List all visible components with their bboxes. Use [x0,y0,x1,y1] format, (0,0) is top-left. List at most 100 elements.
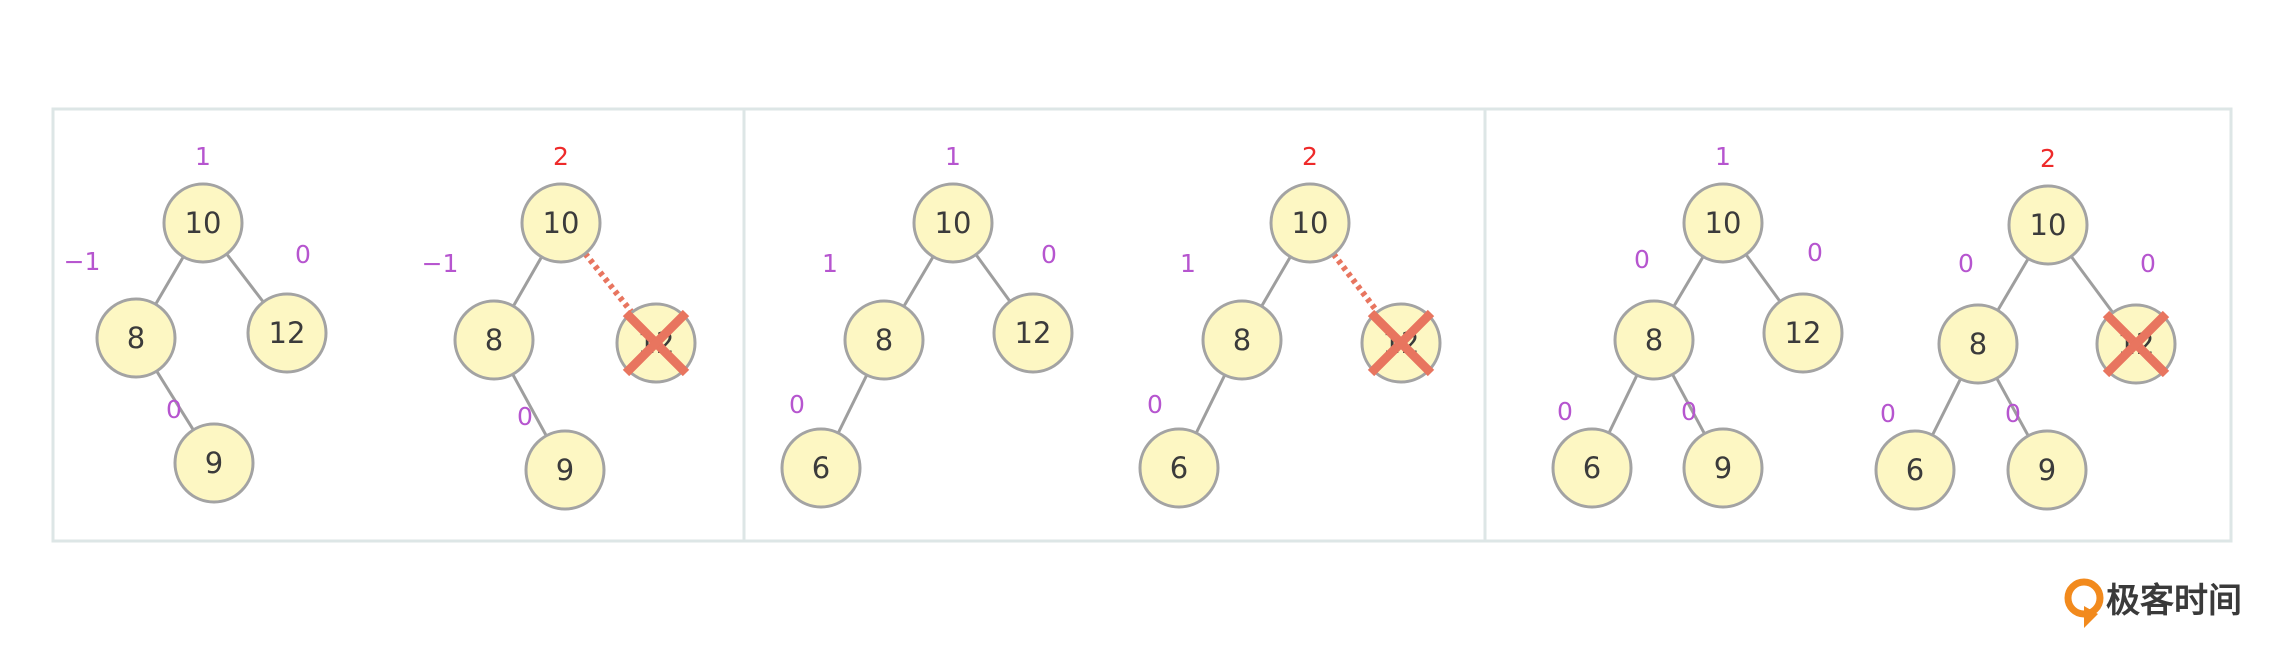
node-label: 9 [205,446,223,480]
node-circle [1937,303,2019,385]
tree-edge [974,253,1012,303]
node-label: 6 [1583,451,1601,485]
node-label: 9 [1714,451,1732,485]
tree-node-10: 10 [1682,182,1764,264]
balance-factor: 0 [1557,397,1573,426]
balance-factor: 0 [166,395,182,424]
tree-node-9: 9 [173,422,255,504]
removed-edge [1331,252,1380,314]
tree-edge [1260,255,1292,308]
node-circle [453,299,535,381]
tree-node-6: 6 [780,427,862,509]
tree-edge [1671,373,1706,435]
node-circle [780,427,862,509]
balance-factor: 2 [553,142,569,171]
balance-factor: 1 [1180,249,1196,278]
balance-factor: 0 [1880,399,1896,428]
balance-factor: 0 [2005,399,2021,428]
node-label: 10 [185,206,222,240]
tree-edge [511,373,548,437]
node-label: 10 [2030,208,2067,242]
delete-cross-icon [1367,309,1435,377]
node-label: 10 [935,206,972,240]
tree-edge [1194,374,1227,434]
node-circle [1874,429,1956,511]
tree-node-8: 8 [1201,299,1283,381]
panel-2: 1018112060102811260 [742,107,1487,543]
tree-node-10: 10 [1269,182,1351,264]
tree-edge [836,374,869,434]
balance-factor: 1 [195,142,211,171]
node-label: 10 [1705,206,1742,240]
tree-node-10: 10 [912,182,994,264]
node-circle [520,182,602,264]
tree-node-6: 6 [1551,427,1633,509]
tree-edge [2069,255,2115,314]
tree-node-10: 10 [520,182,602,264]
node-circle [843,299,925,381]
node-label: 6 [1170,451,1188,485]
tree-after-delete: 102801206090 [1874,144,2177,511]
tree-node-12: 12 [246,292,328,374]
tree-edge [1996,257,2030,312]
removed-edge [582,251,635,315]
node-circle [1138,427,1220,509]
tree-edge [225,253,265,303]
tree-node-12: 12 [992,292,1074,374]
balance-factor: 0 [1634,245,1650,274]
node-circle [1551,427,1633,509]
balance-factor: 0 [517,402,533,431]
delete-cross-icon [2102,310,2170,378]
node-label: 6 [812,451,830,485]
tree-edge [1744,253,1782,303]
balance-factor: 1 [945,142,961,171]
tree-node-10: 10 [2007,184,2089,266]
tree-edge [1995,377,2030,437]
tree-edge [902,255,935,308]
brand-logo: 极客时间 [2064,578,2242,628]
balance-factor: 1 [1715,142,1731,171]
tree-edge [155,370,195,431]
node-label: 8 [1645,323,1663,357]
balance-factor: 0 [2140,249,2156,278]
node-label: 10 [1292,206,1329,240]
node-label: 9 [2038,453,2056,487]
balance-factor: 0 [1681,397,1697,426]
node-label: 8 [1969,327,1987,361]
node-label: 12 [1015,316,1052,350]
tree-node-8: 8 [843,299,925,381]
balance-factor: 0 [789,390,805,419]
tree-node-6: 6 [1138,427,1220,509]
node-label: 12 [1785,316,1822,350]
node-circle [246,292,328,374]
tree-node-9: 9 [2006,429,2088,511]
balance-factor: 2 [1302,142,1318,171]
tree-node-8: 8 [1937,303,2019,385]
node-circle [1682,427,1764,509]
node-label: 8 [127,321,145,355]
geektime-logo-icon [2064,578,2104,628]
node-label: 6 [1906,453,1924,487]
node-circle [1201,299,1283,381]
node-label: 8 [875,323,893,357]
balance-factor: 0 [1958,249,1974,278]
balance-factor: 0 [295,240,311,269]
node-label: 12 [269,316,306,350]
node-circle [2006,429,2088,511]
tree-edge [512,256,543,307]
tree-node-12: 12 [1762,292,1844,374]
tree-node-8: 8 [95,297,177,379]
brand-name: 极客时间 [2106,581,2242,621]
tree-node-12: 12 [2095,303,2177,385]
delete-cross-icon [622,309,690,377]
node-circle [1613,299,1695,381]
balance-factor: 0 [1807,238,1823,267]
tree-node-6: 6 [1874,429,1956,511]
node-circle [95,297,177,379]
balance-factor: −1 [64,247,101,276]
